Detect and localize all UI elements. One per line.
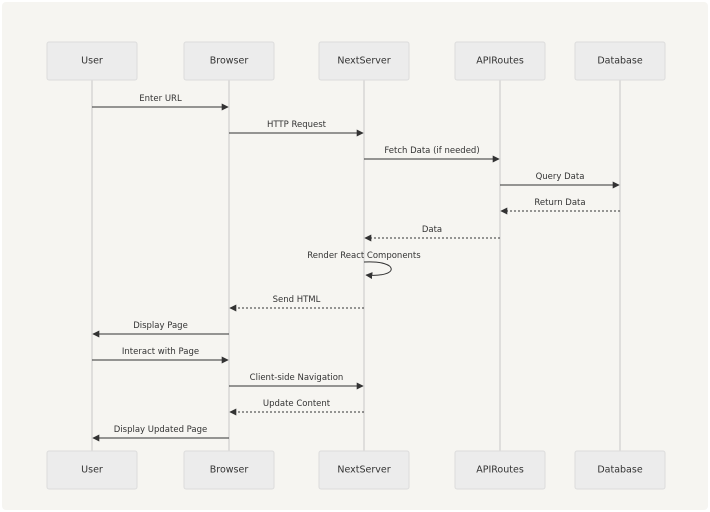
actor-label-database-top: Database xyxy=(597,56,642,67)
actor-box-database-top xyxy=(574,41,666,81)
message-label-8: Send HTML xyxy=(273,295,321,305)
actor-label-browser-bottom: Browser xyxy=(210,465,249,476)
message-label-1: Enter URL xyxy=(139,94,182,104)
actor-box-nextserver-bottom xyxy=(318,450,410,490)
actor-box-nextserver-top xyxy=(318,41,410,81)
message-label-10: Interact with Page xyxy=(122,347,199,357)
actor-label-apiroutes-top: APIRoutes xyxy=(476,56,524,67)
message-label-4: Query Data xyxy=(536,172,585,182)
actor-label-user-top: User xyxy=(81,56,103,67)
actor-label-database-bottom: Database xyxy=(597,465,642,476)
actor-label-apiroutes-bottom: APIRoutes xyxy=(476,465,524,476)
actor-label-nextserver-top: NextServer xyxy=(337,56,390,67)
message-label-11: Client-side Navigation xyxy=(250,373,344,383)
message-label-7: Render React Components xyxy=(307,251,421,261)
message-label-3: Fetch Data (if needed) xyxy=(384,146,479,156)
lifelines xyxy=(91,80,621,451)
actor-box-apiroutes-top xyxy=(454,41,546,81)
message-label-12: Update Content xyxy=(263,399,331,409)
actor-box-browser-top xyxy=(183,41,275,81)
actor-label-user-bottom: User xyxy=(81,465,103,476)
actors-bottom: User Browser NextServer APIRoutes Database xyxy=(46,450,666,490)
actors-top: User Browser NextServer APIRoutes Database xyxy=(46,41,666,81)
actor-box-apiroutes-bottom xyxy=(454,450,546,490)
message-label-9: Display Page xyxy=(133,321,188,331)
message-label-13: Display Updated Page xyxy=(114,425,208,435)
message-label-5: Return Data xyxy=(534,198,585,208)
actor-box-user-top xyxy=(46,41,138,81)
actor-box-user-bottom xyxy=(46,450,138,490)
actor-box-database-bottom xyxy=(574,450,666,490)
message-arrow-7 xyxy=(363,261,392,280)
actor-box-browser-bottom xyxy=(183,450,275,490)
message-label-6: Data xyxy=(422,225,442,235)
actor-label-browser-top: Browser xyxy=(210,56,249,67)
actor-label-nextserver-bottom: NextServer xyxy=(337,465,390,476)
message-label-2: HTTP Request xyxy=(267,120,327,130)
